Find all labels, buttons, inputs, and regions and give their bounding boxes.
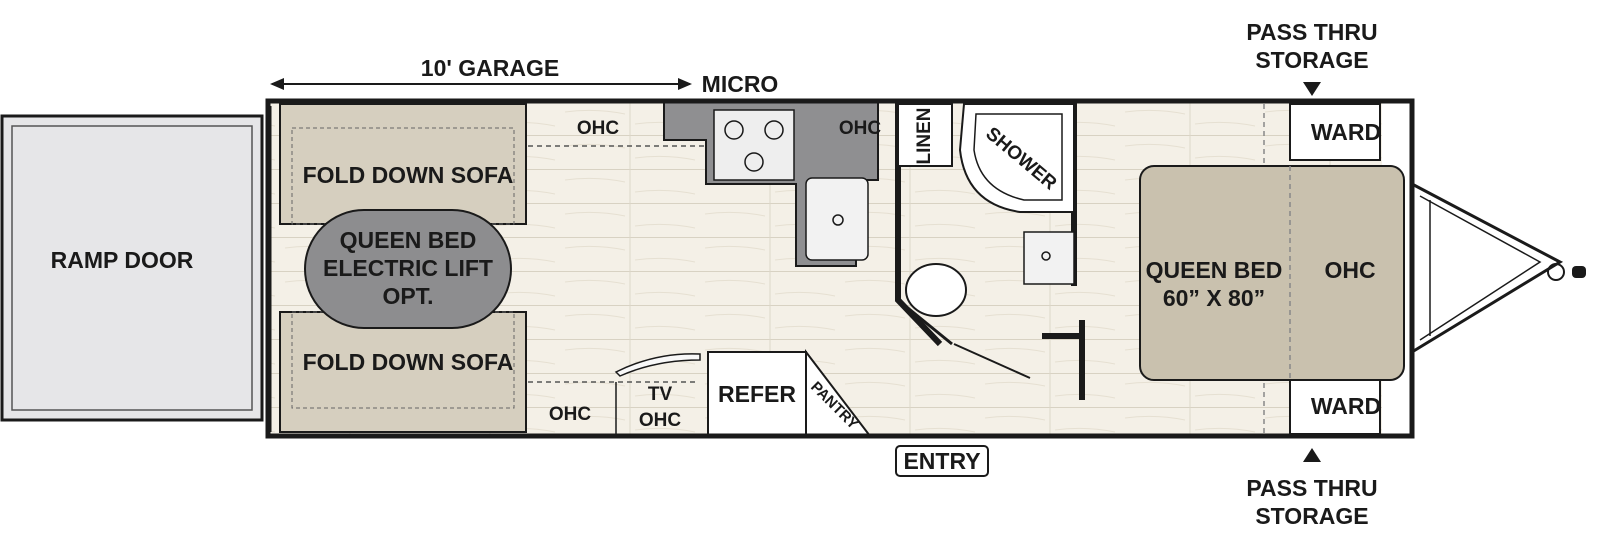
queen-bed-electric-lift: QUEEN BED ELECTRIC LIFT OPT.	[304, 209, 512, 329]
queen-bed-line2: 60” X 80”	[1163, 285, 1265, 311]
fold-down-sofa-bottom-label: FOLD DOWN SOFA	[303, 349, 514, 375]
fold-down-sofa-bottom: FOLD DOWN SOFA	[279, 311, 527, 433]
pass-thru-bottom-line2: STORAGE	[1255, 503, 1368, 529]
ward-top-label: WARD	[1311, 119, 1381, 145]
kitchen-sink	[805, 177, 869, 261]
wardrobe-top: WARD	[1289, 103, 1381, 161]
ohc-bedroom-label: OHC	[1324, 257, 1375, 283]
fold-down-sofa-top: FOLD DOWN SOFA	[279, 103, 527, 225]
exterior-wall	[265, 98, 1415, 439]
toilet	[905, 263, 967, 317]
tv-ohc-line1: TV	[648, 384, 673, 405]
refer: REFER	[707, 351, 807, 437]
lift-bed-line2: ELECTRIC LIFT	[323, 255, 493, 281]
coupler-icon	[1547, 263, 1565, 281]
pass-thru-top-line1: PASS THRU	[1246, 19, 1377, 45]
fold-down-sofa-top-label: FOLD DOWN SOFA	[303, 162, 514, 188]
refer-label: REFER	[718, 381, 796, 407]
burner-icon	[744, 152, 764, 172]
shower	[958, 103, 1075, 213]
tv-ohc-line2: OHC	[639, 410, 682, 431]
garage-label: 10' GARAGE	[421, 55, 559, 81]
lift-bed-line1: QUEEN BED	[340, 227, 477, 253]
ramp-door-label: RAMP DOOR	[51, 247, 194, 273]
burner-icon	[764, 120, 784, 140]
linen-closet	[897, 103, 953, 167]
stove	[713, 109, 795, 181]
pass-thru-top-line2: STORAGE	[1255, 47, 1368, 73]
arrow-up-icon	[1303, 448, 1321, 462]
ramp-door[interactable]: RAMP DOOR	[0, 114, 264, 422]
garage-dimension: 10' GARAGE	[270, 55, 692, 90]
pass-thru-storage-top: PASS THRU STORAGE	[1246, 19, 1378, 96]
burner-icon	[724, 120, 744, 140]
ohc-garage-bottom-label: OHC	[549, 404, 592, 425]
lift-bed-line3: OPT.	[382, 283, 433, 309]
pass-thru-storage-bottom: PASS THRU STORAGE	[1246, 448, 1378, 529]
ward-bottom-label: WARD	[1311, 393, 1381, 419]
wardrobe-bottom: WARD	[1289, 379, 1381, 435]
linen-label: LINEN	[914, 108, 935, 165]
bathroom-door[interactable]	[953, 343, 1031, 379]
micro-label: MICRO	[702, 71, 779, 97]
ohc-kitchen-label: OHC	[839, 118, 882, 139]
tv	[614, 353, 701, 377]
arrow-down-icon	[1303, 82, 1321, 96]
bathroom: LINEN SHOWER	[895, 101, 1085, 400]
hitch	[1411, 182, 1586, 354]
entry-label: ENTRY	[903, 448, 980, 474]
kitchen-counter: OHC	[663, 100, 882, 267]
queen-bed: QUEEN BED 60” X 80” OHC	[1139, 165, 1405, 381]
queen-bed-line1: QUEEN BED	[1146, 257, 1283, 283]
entry-door[interactable]: ENTRY	[895, 445, 989, 477]
pass-thru-bottom-line1: PASS THRU	[1246, 475, 1377, 501]
ohc-garage-top-label: OHC	[577, 118, 620, 139]
